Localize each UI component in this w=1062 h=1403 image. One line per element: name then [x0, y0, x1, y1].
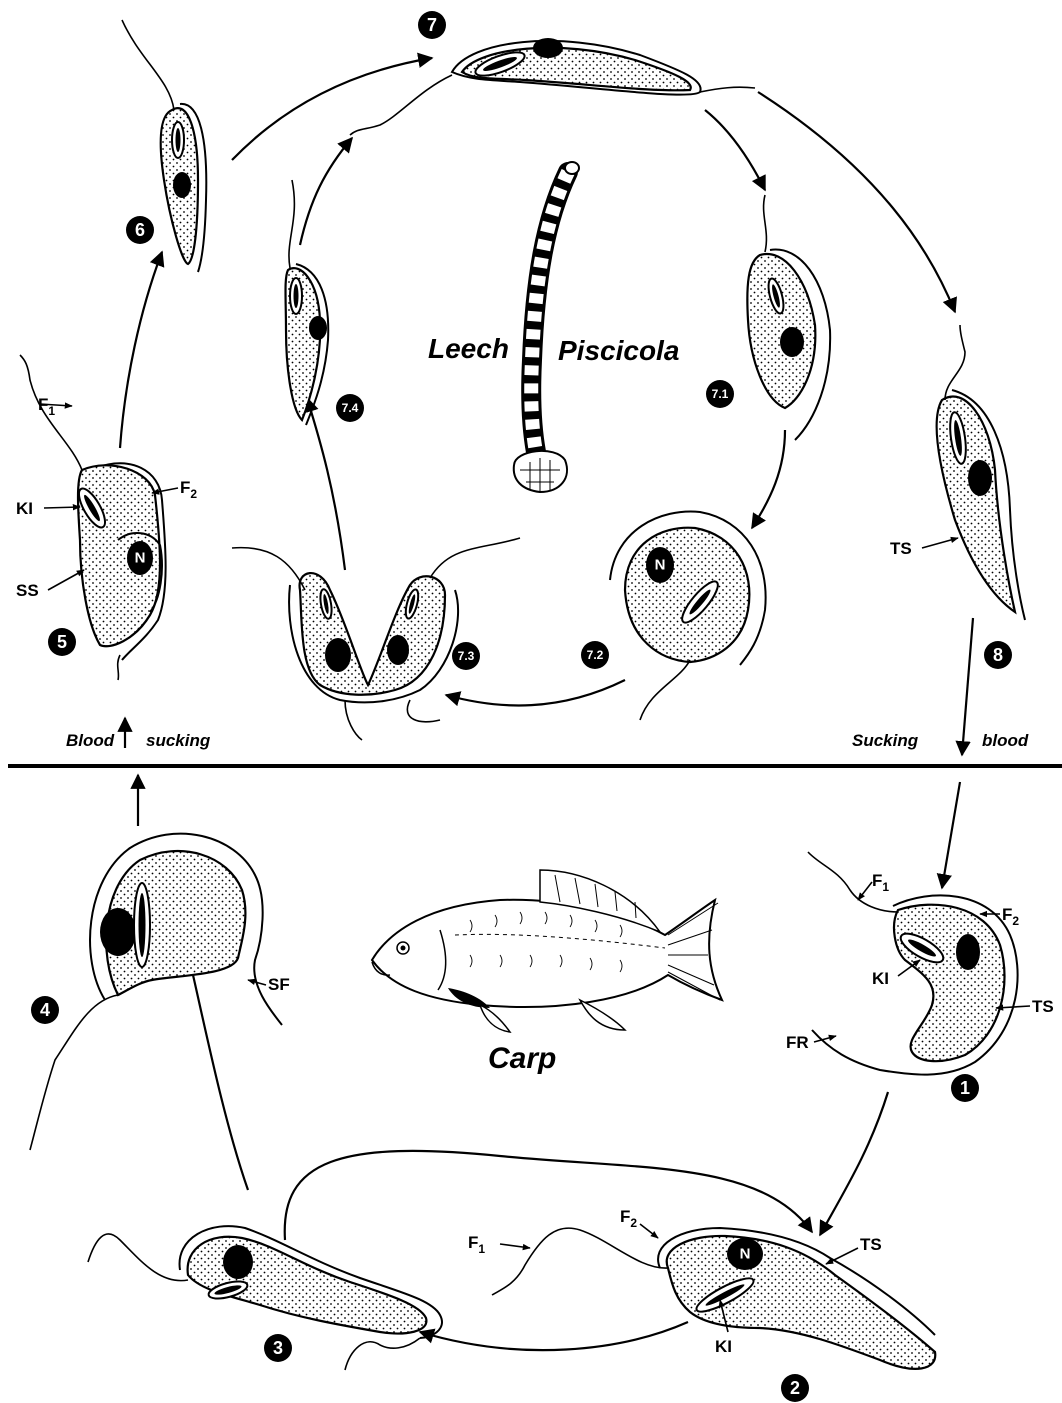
carp-illustration: [372, 870, 722, 1032]
trypanosome-label-fish-1: TS: [1032, 997, 1054, 1016]
blood-sucking-label-a: Blood: [66, 731, 115, 750]
kinetoplast-label-leech: KI: [16, 499, 33, 518]
blood-sucking-label-b: sucking: [146, 731, 211, 750]
stage-8-trypanosome: TS: [890, 325, 1025, 620]
flagellum-2-label-leech: F2: [180, 478, 197, 501]
stage-1-number: 1: [960, 1078, 970, 1098]
leech-illustration: [514, 162, 579, 492]
carp-label: Carp: [488, 1042, 556, 1075]
stage-8-number: 8: [993, 645, 1003, 665]
stage-6-number: 6: [135, 220, 145, 240]
stage-7-3-number: 7.3: [458, 649, 475, 663]
stage-1-trypanosome: F1 F2 KI TS FR: [786, 852, 1054, 1075]
small-spheromastigote-label: SS: [16, 581, 39, 600]
stage-7-2-spheromastigote: N: [610, 512, 766, 720]
slender-form-label: SF: [268, 975, 290, 994]
sucking-blood-label-b: blood: [982, 731, 1029, 750]
stage-4-number: 4: [40, 1000, 50, 1020]
nucleus-label: N: [740, 1246, 751, 1263]
flagellum-1-label-fish-2: F1: [468, 1233, 485, 1256]
trypanosome-label-leech: TS: [890, 539, 912, 558]
stage-5-number: 5: [57, 632, 67, 652]
stage-3-number: 3: [273, 1338, 283, 1358]
flagellum-1-label-fish: F1: [872, 871, 889, 894]
nucleus-label: N: [135, 550, 146, 567]
stage-7-2-number: 7.2: [587, 648, 604, 662]
kinetoplast-label-fish-1: KI: [872, 969, 889, 988]
piscicola-label: Piscicola: [558, 335, 679, 366]
stage-7-1-trypanosome: [747, 195, 830, 440]
stage-7-number: 7: [427, 15, 437, 35]
stage-5-spheromastigote: N F1 F2 KI SS: [16, 355, 197, 680]
nucleus-label: N: [655, 557, 666, 574]
free-flagellum-label: FR: [786, 1033, 809, 1052]
flagellum-2-label-fish-2: F2: [620, 1207, 637, 1230]
stage-7-1-number: 7.1: [712, 387, 729, 401]
kinetoplast-label-fish-2: KI: [715, 1337, 732, 1356]
flagellum-1-label-leech: F1: [38, 395, 55, 418]
leech-label: Leech: [428, 333, 509, 364]
stage-7-4-number: 7.4: [342, 401, 359, 415]
sucking-blood-label-a: Sucking: [852, 731, 919, 750]
stage-7-3-dividing: [232, 538, 520, 740]
stage-2-number: 2: [790, 1378, 800, 1398]
stage-4-trypanosome: SF: [30, 834, 290, 1150]
stage-2-trypanosome: N F1 F2 TS KI: [468, 1207, 935, 1369]
stage-7-trypanosome: [350, 38, 755, 135]
trypanosome-label-fish-2: TS: [860, 1235, 882, 1254]
